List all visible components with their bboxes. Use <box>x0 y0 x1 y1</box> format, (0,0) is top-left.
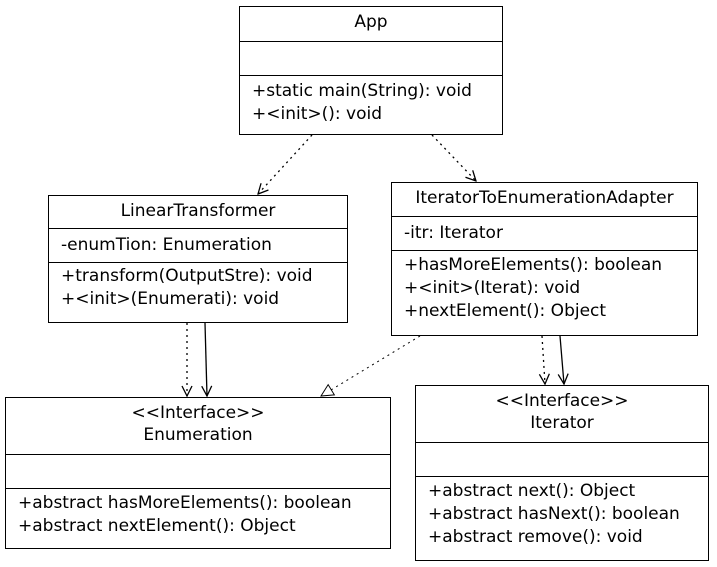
operations-section: +static main(String): void +<init>(): vo… <box>240 76 502 126</box>
operation: +<init>(Iterat): void <box>404 278 581 298</box>
class-name-section: <<Interface>> Iterator <box>416 386 708 443</box>
attributes-section <box>416 443 708 477</box>
operation: +abstract hasMoreElements(): boolean <box>18 493 352 513</box>
operation: +nextElement(): Object <box>404 301 607 321</box>
operation: +abstract nextElement(): Object <box>18 516 296 536</box>
operation: +abstract hasNext(): boolean <box>428 504 680 524</box>
operation: +hasMoreElements(): boolean <box>404 255 663 275</box>
class-name: IteratorToEnumerationAdapter <box>415 188 674 208</box>
attribute: -itr: Iterator <box>404 223 503 243</box>
class-name: App <box>354 12 388 32</box>
class-name-section: <<Interface>> Enumeration <box>6 398 390 455</box>
operation: +static main(String): void <box>252 81 472 101</box>
edge-adapter-to-iterator-association <box>560 335 564 384</box>
class-name-section: LinearTransformer <box>49 196 347 229</box>
interface-iterator[interactable]: <<Interface>> Iterator +abstract next():… <box>415 385 709 561</box>
operations-section: +abstract hasMoreElements(): boolean +ab… <box>6 489 390 538</box>
operation: +transform(OutputStre): void <box>61 266 313 286</box>
operation: +<init>(): void <box>252 104 382 124</box>
attribute: -enumTion: Enumeration <box>61 235 272 255</box>
attributes-section: -enumTion: Enumeration <box>49 229 347 263</box>
interface-enumeration[interactable]: <<Interface>> Enumeration +abstract hasM… <box>5 397 391 549</box>
class-name: LinearTransformer <box>120 201 276 221</box>
class-name: Iterator <box>530 413 594 433</box>
class-lineartransformer[interactable]: LinearTransformer -enumTion: Enumeration… <box>48 195 348 323</box>
class-iteratortoenumerationadapter[interactable]: IteratorToEnumerationAdapter -itr: Itera… <box>391 182 698 336</box>
attributes-section: -itr: Iterator <box>392 217 697 251</box>
operation: +abstract next(): Object <box>428 481 636 501</box>
attributes-section <box>240 42 502 76</box>
operations-section: +abstract next(): Object +abstract hasNe… <box>416 477 708 549</box>
interface-stereotype: <<Interface>> <box>495 391 629 411</box>
operation: +<init>(Enumerati): void <box>61 289 280 309</box>
edge-app-to-lineartransformer <box>258 134 313 194</box>
edge-app-to-adapter <box>431 134 476 181</box>
interface-stereotype: <<Interface>> <box>131 403 265 423</box>
edge-lineartransformer-to-enumeration-association <box>205 322 207 396</box>
class-name: Enumeration <box>143 425 253 445</box>
operation: +abstract remove(): void <box>428 527 643 547</box>
operations-section: +transform(OutputStre): void +<init>(Enu… <box>49 263 347 311</box>
edge-adapter-to-enumeration-realization <box>321 335 421 396</box>
operations-section: +hasMoreElements(): boolean +<init>(Iter… <box>392 251 697 323</box>
edge-adapter-to-iterator-dependency <box>542 335 545 384</box>
class-name-section: App <box>240 7 502 42</box>
attributes-section <box>6 455 390 489</box>
class-app[interactable]: App +static main(String): void +<init>()… <box>239 6 503 135</box>
class-name-section: IteratorToEnumerationAdapter <box>392 183 697 217</box>
